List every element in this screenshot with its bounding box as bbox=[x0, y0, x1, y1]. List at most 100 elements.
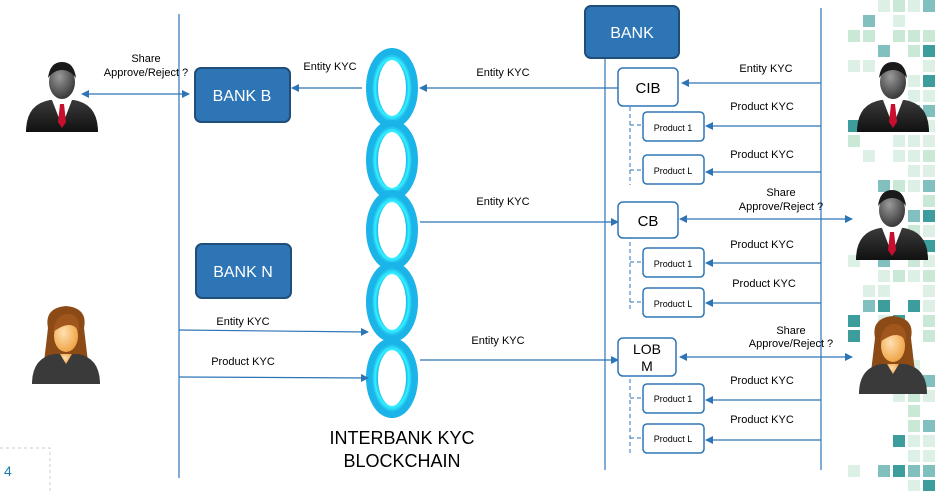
decorative-tile bbox=[923, 195, 935, 207]
decorative-tile bbox=[848, 135, 860, 147]
decorative-tile bbox=[893, 135, 905, 147]
decorative-tile bbox=[923, 330, 935, 342]
decorative-tile bbox=[878, 285, 890, 297]
decorative-tile bbox=[923, 60, 935, 72]
decorative-tile bbox=[893, 465, 905, 477]
decorative-tile bbox=[893, 30, 905, 42]
decorative-tile bbox=[893, 150, 905, 162]
label-entity-kyc-cb: Entity KYC bbox=[476, 196, 529, 208]
decorative-tile bbox=[923, 480, 935, 491]
label-entity-kyc-cib: Entity KYC bbox=[476, 67, 529, 79]
bank-n-box: BANK N bbox=[195, 243, 292, 299]
product-boxes: Product 1 Product L Product 1 Product L … bbox=[642, 111, 705, 454]
decorative-tile bbox=[923, 420, 935, 432]
decorative-tile bbox=[863, 150, 875, 162]
decorative-tile bbox=[923, 135, 935, 147]
decorative-tile bbox=[908, 435, 920, 447]
arrow-left-entity-kyc bbox=[178, 327, 369, 336]
cb-product-l-label: Product L bbox=[654, 299, 693, 309]
blockchain-title-line1: INTERBANK KYC bbox=[329, 428, 474, 448]
decorative-tile bbox=[923, 465, 935, 477]
unit-cib-box: CIB bbox=[617, 67, 679, 107]
decorative-tile bbox=[908, 210, 920, 222]
unit-cb-box: CB bbox=[617, 201, 679, 239]
decorative-tile bbox=[863, 60, 875, 72]
decorative-tile bbox=[923, 285, 935, 297]
decorative-tile bbox=[908, 405, 920, 417]
decorative-tile bbox=[863, 15, 875, 27]
arrow-left-product-kyc bbox=[178, 373, 369, 382]
decorative-tile bbox=[923, 75, 935, 87]
arrows bbox=[81, 79, 853, 444]
label-product-kyc-cib-1: Product KYC bbox=[730, 101, 794, 113]
blockchain-chain bbox=[366, 48, 418, 418]
decorative-tile bbox=[848, 60, 860, 72]
decorative-tile bbox=[908, 45, 920, 57]
decorative-tile bbox=[893, 15, 905, 27]
decorative-tile bbox=[878, 45, 890, 57]
decorative-tile bbox=[908, 300, 920, 312]
cib-product-l-label: Product L bbox=[654, 166, 693, 176]
chain-link-2 bbox=[366, 120, 418, 200]
decorative-tile bbox=[923, 150, 935, 162]
decorative-tile bbox=[923, 450, 935, 462]
decorative-tile bbox=[908, 270, 920, 282]
decorative-tile bbox=[863, 285, 875, 297]
decorative-tile bbox=[908, 75, 920, 87]
decorative-tile bbox=[923, 0, 935, 12]
product-connectors bbox=[629, 100, 643, 455]
unit-lob-box: LOB M bbox=[617, 337, 677, 377]
businesswoman-icon bbox=[859, 316, 927, 394]
decorative-tile bbox=[908, 465, 920, 477]
bank-label: BANK bbox=[610, 25, 654, 42]
label-entity-kyc-right-cib: Entity KYC bbox=[739, 63, 792, 75]
decorative-tile bbox=[923, 270, 935, 282]
decorative-tile bbox=[923, 30, 935, 42]
decorative-tile bbox=[923, 435, 935, 447]
cib-product-1-label: Product 1 bbox=[654, 123, 693, 133]
decorative-tile bbox=[878, 300, 890, 312]
decorative-tile bbox=[848, 465, 860, 477]
decorative-tile bbox=[923, 90, 935, 102]
decorative-tile bbox=[878, 270, 890, 282]
lob-product-l-label: Product L bbox=[654, 434, 693, 444]
label-product-kyc-cb-l: Product KYC bbox=[732, 278, 796, 290]
decorative-tile bbox=[908, 180, 920, 192]
bank-b-label: BANK B bbox=[213, 88, 272, 105]
chain-link-4 bbox=[366, 262, 418, 342]
label-product-kyc-cb-1: Product KYC bbox=[730, 239, 794, 251]
label-share-cb: Share bbox=[766, 187, 795, 199]
decorative-tile bbox=[908, 0, 920, 12]
chain-link-5 bbox=[366, 338, 418, 418]
decorative-tile bbox=[848, 315, 860, 327]
label-approve-bank-b: Approve/Reject ? bbox=[104, 67, 188, 79]
label-entity-kyc-lob: Entity KYC bbox=[471, 335, 524, 347]
decorative-tile bbox=[908, 30, 920, 42]
decorative-tile bbox=[863, 30, 875, 42]
decorative-tile bbox=[893, 270, 905, 282]
decorative-tile bbox=[878, 180, 890, 192]
lob-product-1-label: Product 1 bbox=[654, 394, 693, 404]
blockchain-title-line2: BLOCKCHAIN bbox=[343, 451, 460, 471]
decorative-tile bbox=[908, 90, 920, 102]
label-product-kyc-lob-l: Product KYC bbox=[730, 414, 794, 426]
decorative-tile bbox=[848, 120, 860, 132]
page-number: 4 bbox=[4, 463, 12, 479]
decorative-tile bbox=[923, 210, 935, 222]
label-approve-cb: Approve/Reject ? bbox=[739, 201, 823, 213]
decorative-tile bbox=[848, 330, 860, 342]
decorative-tile bbox=[908, 150, 920, 162]
arrow-labels: Share Approve/Reject ? Entity KYC Entity… bbox=[104, 53, 833, 426]
decorative-tile bbox=[878, 0, 890, 12]
bank-box: BANK bbox=[584, 5, 680, 59]
unit-cb-label: CB bbox=[638, 213, 659, 230]
label-share-lob: Share bbox=[776, 325, 805, 337]
decorative-tile bbox=[923, 45, 935, 57]
decorative-tile bbox=[848, 30, 860, 42]
decorative-tile bbox=[908, 480, 920, 491]
businesswoman-icon bbox=[32, 306, 100, 384]
label-share-bank-b: Share bbox=[131, 53, 160, 65]
decorative-tile bbox=[923, 315, 935, 327]
label-entity-kyc-bank-b: Entity KYC bbox=[303, 61, 356, 73]
